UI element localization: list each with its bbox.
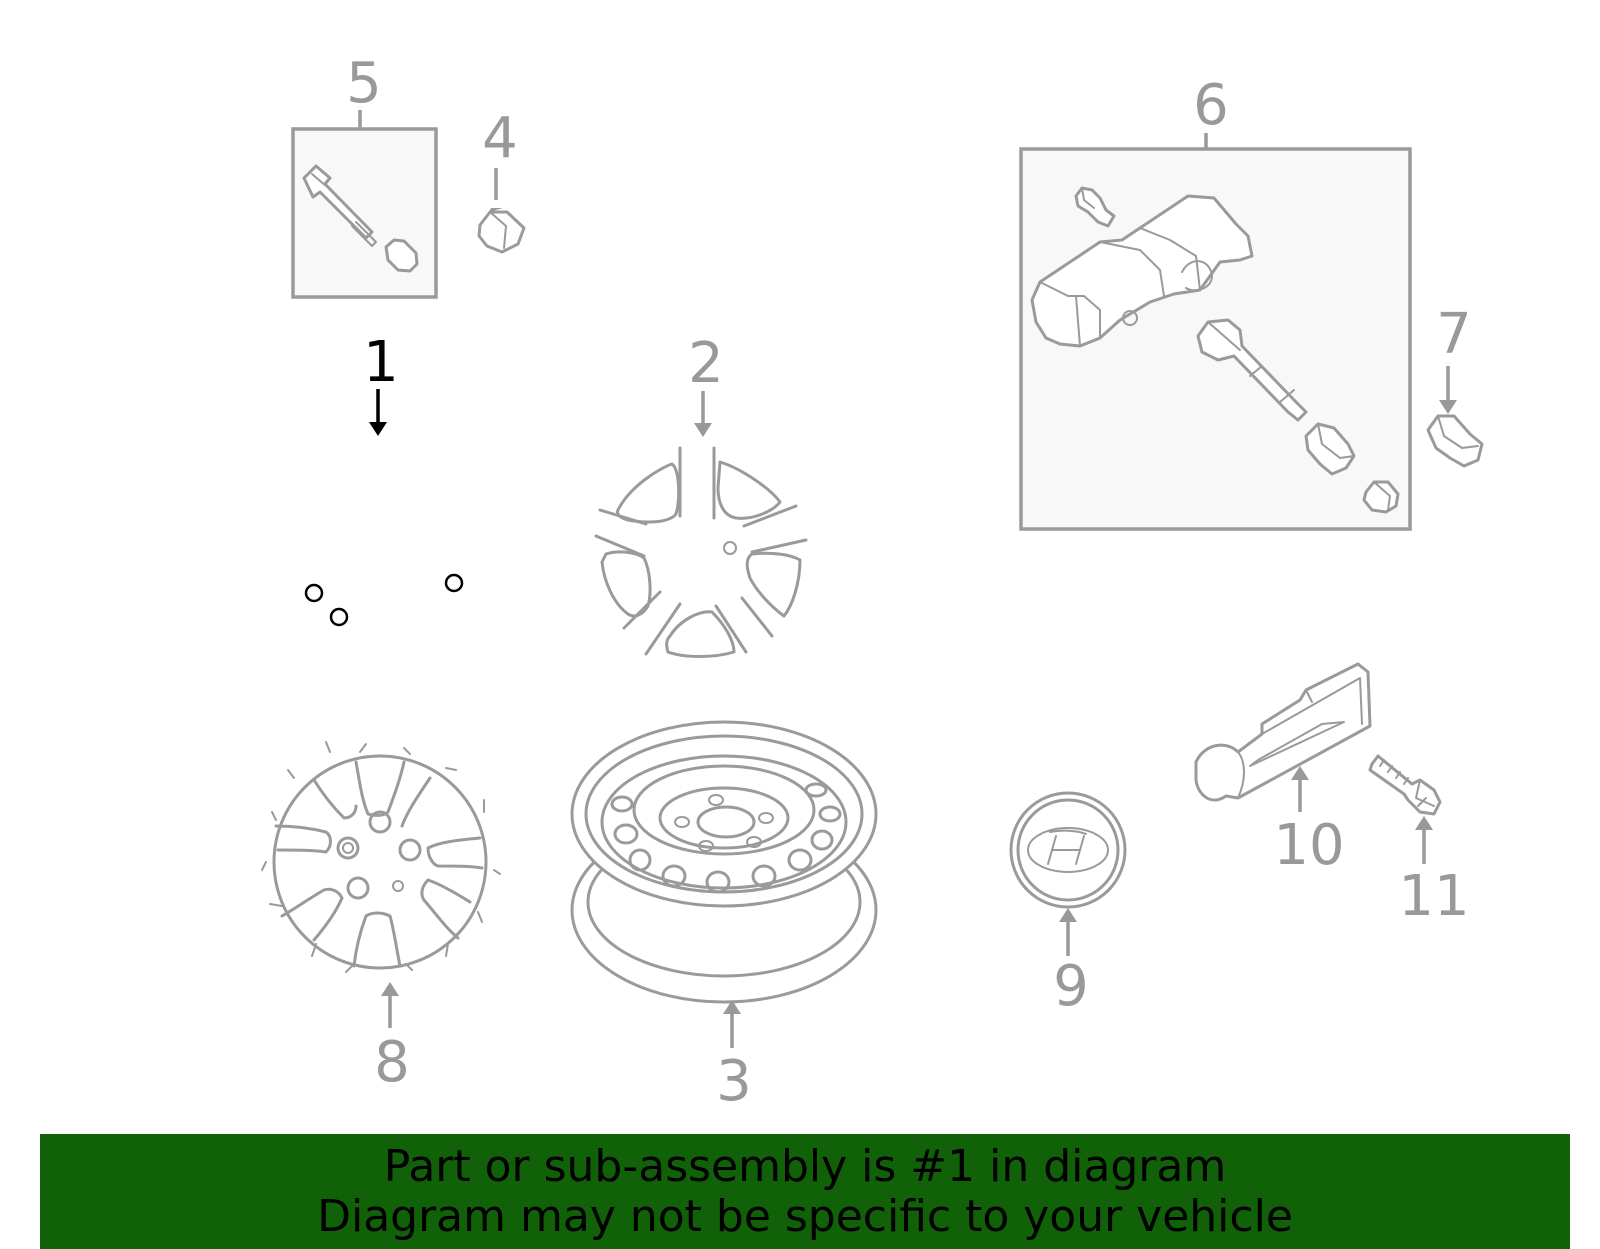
part-3-steel-wheel[interactable]: 3 xyxy=(570,720,878,1114)
part-9-center-cap[interactable]: 9 xyxy=(1009,791,1127,1019)
tpms-cap-icon xyxy=(1362,480,1400,514)
part-6-tpms-sensor-kit[interactable]: 6 xyxy=(1019,73,1412,531)
callout-7[interactable]: 7 xyxy=(1436,302,1472,367)
valve-stem-icon xyxy=(302,164,377,247)
leader-8-arrowhead xyxy=(381,982,399,996)
leader-2-arrowhead xyxy=(694,423,712,437)
part-2-alloy-wheel[interactable]: 2 xyxy=(594,331,808,658)
leader-7-arrowhead xyxy=(1439,400,1457,414)
center-cap-icon xyxy=(1009,791,1127,909)
callout-11[interactable]: 11 xyxy=(1398,864,1469,929)
o-ring-icon xyxy=(304,583,324,603)
nut-icon xyxy=(1426,414,1484,468)
wheel-cover-icon xyxy=(261,741,501,973)
banner-line-1: Part or sub-assembly is #1 in diagram xyxy=(383,1141,1227,1192)
leader-1-arrowhead xyxy=(369,422,387,436)
o-ring-icon xyxy=(329,607,349,627)
steel-wheel-icon xyxy=(570,720,878,1004)
callout-4[interactable]: 4 xyxy=(482,106,518,171)
callout-10[interactable]: 10 xyxy=(1273,813,1344,878)
valve-cap-icon xyxy=(384,238,419,273)
leader-11-arrowhead xyxy=(1415,816,1433,830)
bracket-icon xyxy=(1194,662,1372,802)
part-10-bracket[interactable]: 10 xyxy=(1194,662,1372,878)
part-4-valve-cap[interactable]: 4 xyxy=(477,106,526,254)
tpms-nut-icon xyxy=(1304,422,1356,476)
callout-5[interactable]: 5 xyxy=(346,51,382,116)
info-banner: Part or sub-assembly is #1 in diagram Di… xyxy=(40,1134,1570,1249)
callout-8[interactable]: 8 xyxy=(374,1030,410,1095)
alloy-wheel-icon xyxy=(594,446,808,658)
tpms-small-nut-icon xyxy=(1074,186,1116,228)
screw-icon xyxy=(1368,754,1442,816)
callout-1[interactable]: 1 xyxy=(363,330,399,395)
tpms-sensor-icon xyxy=(1030,194,1254,348)
leader-3-arrowhead xyxy=(723,1000,741,1014)
part-11-screw[interactable]: 11 xyxy=(1368,754,1470,929)
leader-9-arrowhead xyxy=(1059,908,1077,922)
part-8-wheel-cover[interactable]: 8 xyxy=(261,741,501,1095)
o-ring-icon xyxy=(444,573,464,593)
part-5-valve-kit[interactable]: 5 xyxy=(291,51,438,299)
part-7-nut[interactable]: 7 xyxy=(1426,302,1484,468)
callout-6[interactable]: 6 xyxy=(1193,73,1229,138)
callout-3[interactable]: 3 xyxy=(716,1049,752,1114)
callout-2[interactable]: 2 xyxy=(688,331,724,396)
part-1-highlighted[interactable]: 1 xyxy=(304,330,464,627)
tpms-valve-stem-icon xyxy=(1196,318,1308,422)
leader-10-arrowhead xyxy=(1291,766,1309,780)
callout-9[interactable]: 9 xyxy=(1053,954,1089,1019)
cap-icon xyxy=(477,210,526,254)
part-5-box xyxy=(291,127,438,299)
banner-line-2: Diagram may not be specific to your vehi… xyxy=(317,1191,1293,1242)
